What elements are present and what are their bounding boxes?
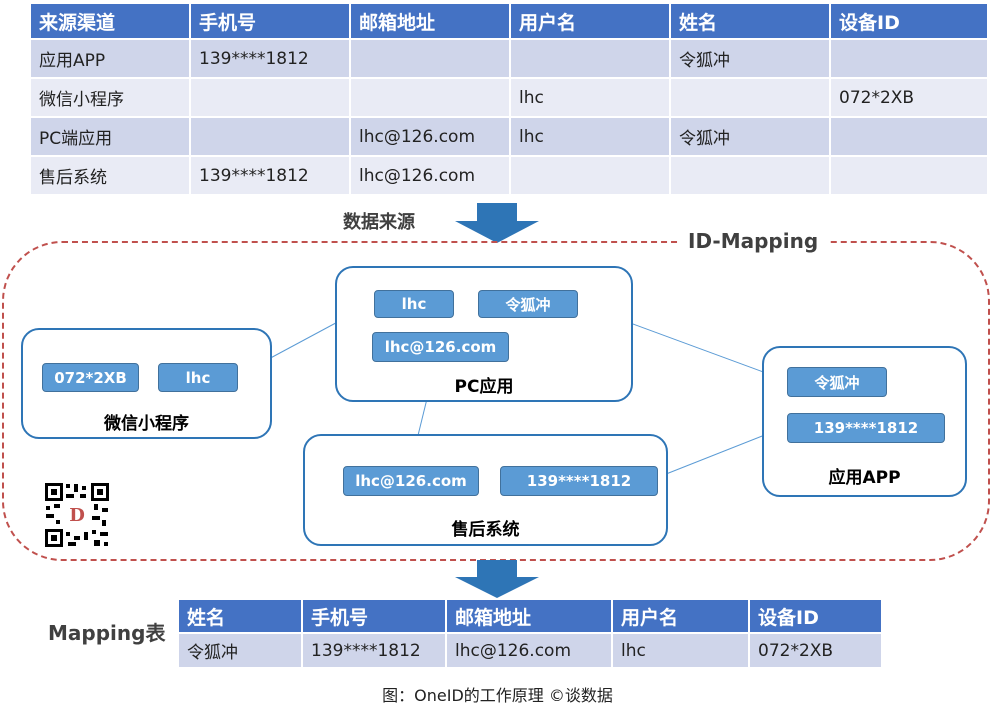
table-cell: lhc@126.com bbox=[351, 118, 509, 155]
source-header-phone: 手机号 bbox=[191, 4, 349, 38]
table-row: 微信小程序 lhc 072*2XB bbox=[31, 79, 987, 116]
table-cell: 应用APP bbox=[31, 40, 189, 77]
table-cell: 微信小程序 bbox=[31, 79, 189, 116]
mapping-header-email: 邮箱地址 bbox=[447, 600, 611, 632]
mapping-header-name: 姓名 bbox=[179, 600, 301, 632]
table-cell: 令狐冲 bbox=[179, 634, 301, 667]
table-cell bbox=[191, 118, 349, 155]
table-cell: lhc@126.com bbox=[351, 157, 509, 194]
group-after-sales: lhc@126.com 139****1812 售后系统 bbox=[303, 434, 668, 546]
table-cell bbox=[831, 157, 987, 194]
group-label: PC应用 bbox=[454, 377, 514, 397]
table-cell: 139****1812 bbox=[191, 157, 349, 194]
table-cell: 072*2XB bbox=[750, 634, 881, 667]
qr-code-icon: D bbox=[44, 482, 110, 548]
chip-phone: 139****1812 bbox=[500, 466, 658, 496]
chip-username: lhc bbox=[158, 363, 238, 392]
table-cell: lhc bbox=[511, 118, 669, 155]
table-cell: 139****1812 bbox=[303, 634, 445, 667]
source-data-table: 来源渠道 手机号 邮箱地址 用户名 姓名 设备ID 应用APP 139****1… bbox=[29, 2, 989, 196]
chip-username: lhc bbox=[374, 290, 454, 318]
mapping-header-username: 用户名 bbox=[613, 600, 748, 632]
mapping-header-row: 姓名 手机号 邮箱地址 用户名 设备ID bbox=[179, 600, 881, 632]
chip-device-id: 072*2XB bbox=[42, 363, 139, 392]
table-cell: 令狐冲 bbox=[671, 40, 829, 77]
mapping-header-phone: 手机号 bbox=[303, 600, 445, 632]
down-arrow-icon bbox=[455, 560, 539, 598]
table-cell: lhc@126.com bbox=[447, 634, 611, 667]
group-label: 应用APP bbox=[828, 468, 901, 488]
table-cell: 令狐冲 bbox=[671, 118, 829, 155]
chip-name: 令狐冲 bbox=[478, 290, 578, 318]
mapping-header-device-id: 设备ID bbox=[750, 600, 881, 632]
table-cell bbox=[831, 118, 987, 155]
table-cell: 售后系统 bbox=[31, 157, 189, 194]
table-cell: PC端应用 bbox=[31, 118, 189, 155]
source-header-username: 用户名 bbox=[511, 4, 669, 38]
group-wechat-miniprogram: 072*2XB lhc 微信小程序 bbox=[21, 328, 272, 439]
chip-email: lhc@126.com bbox=[343, 466, 479, 496]
source-header-device-id: 设备ID bbox=[831, 4, 987, 38]
table-cell bbox=[351, 40, 509, 77]
table-cell bbox=[671, 157, 829, 194]
mapping-table-label: Mapping表 bbox=[48, 621, 166, 645]
table-cell: 072*2XB bbox=[831, 79, 987, 116]
chip-email: lhc@126.com bbox=[372, 332, 509, 362]
id-mapping-title: ID-Mapping bbox=[678, 229, 829, 253]
table-row: PC端应用 lhc@126.com lhc 令狐冲 bbox=[31, 118, 987, 155]
chip-name: 令狐冲 bbox=[787, 367, 887, 397]
table-cell bbox=[351, 79, 509, 116]
table-cell bbox=[191, 79, 349, 116]
source-table-header-row: 来源渠道 手机号 邮箱地址 用户名 姓名 设备ID bbox=[31, 4, 987, 38]
table-cell bbox=[831, 40, 987, 77]
table-cell bbox=[671, 79, 829, 116]
table-cell bbox=[511, 40, 669, 77]
table-row: 售后系统 139****1812 lhc@126.com bbox=[31, 157, 987, 194]
source-header-email: 邮箱地址 bbox=[351, 4, 509, 38]
group-label: 微信小程序 bbox=[104, 414, 189, 434]
qr-code-letter: D bbox=[69, 505, 85, 526]
figure-caption: 图：OneID的工作原理 ©谈数据 bbox=[382, 686, 613, 705]
table-cell bbox=[511, 157, 669, 194]
source-header-channel: 来源渠道 bbox=[31, 4, 189, 38]
source-header-name: 姓名 bbox=[671, 4, 829, 38]
chip-phone: 139****1812 bbox=[787, 413, 945, 443]
table-cell: lhc bbox=[511, 79, 669, 116]
down-arrow-icon bbox=[455, 203, 539, 243]
group-pc-app: lhc 令狐冲 lhc@126.com PC应用 bbox=[335, 266, 633, 402]
table-row: 令狐冲 139****1812 lhc@126.com lhc 072*2XB bbox=[179, 634, 881, 667]
data-source-label: 数据来源 bbox=[343, 212, 415, 233]
table-row: 应用APP 139****1812 令狐冲 bbox=[31, 40, 987, 77]
mapping-table: 姓名 手机号 邮箱地址 用户名 设备ID 令狐冲 139****1812 lhc… bbox=[177, 598, 883, 669]
group-mobile-app: 令狐冲 139****1812 应用APP bbox=[762, 346, 967, 497]
table-cell: lhc bbox=[613, 634, 748, 667]
table-cell: 139****1812 bbox=[191, 40, 349, 77]
group-label: 售后系统 bbox=[451, 520, 520, 540]
